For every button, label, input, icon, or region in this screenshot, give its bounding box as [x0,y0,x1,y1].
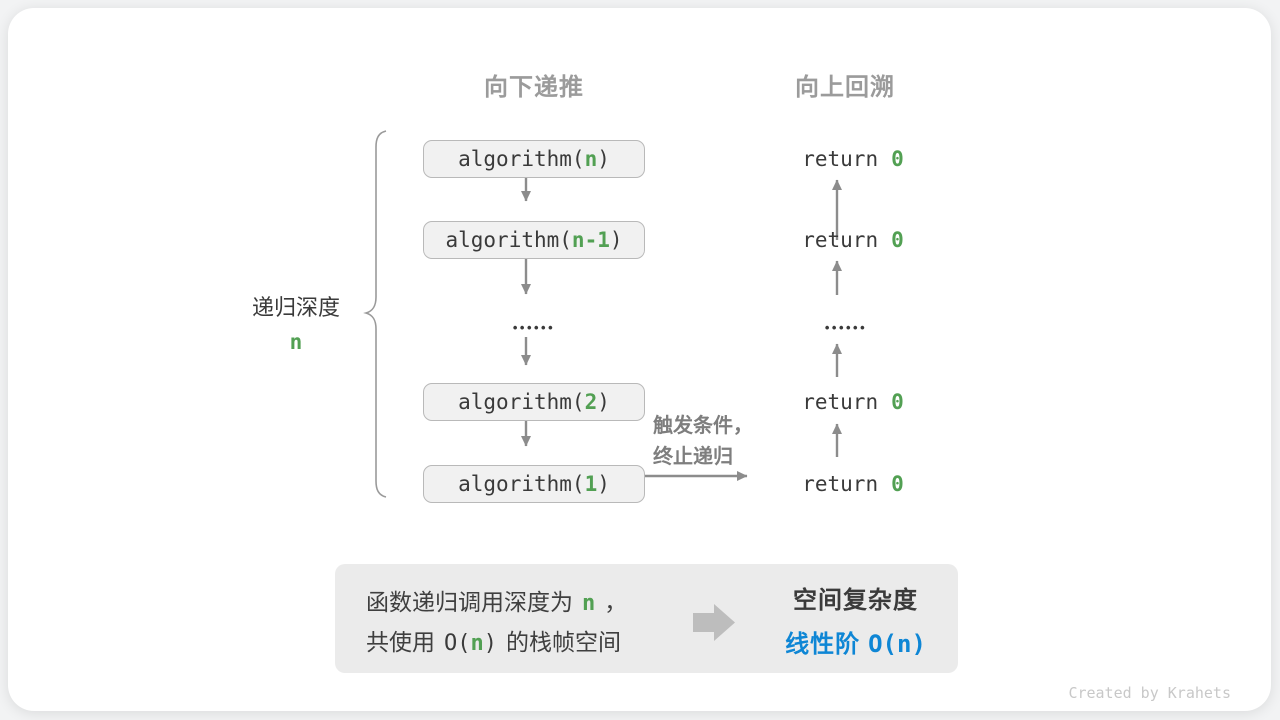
big-o-open: O( [444,631,471,656]
big-o-close: ) [483,631,497,656]
return-line-3: return 0 [743,388,963,416]
return-keyword: return [802,472,879,496]
summary-line1-comma: ， [604,589,628,615]
return-keyword: return [802,147,879,171]
diagram-card: 向下递推 向上回溯 递归深度 n algorithm(n) algorithm(… [8,8,1271,711]
base-case-note-line1: 触发条件， [653,415,753,437]
depth-brace [363,130,387,498]
depth-label-text: 递归深度 [251,295,340,320]
header-upward-label: 向上回溯 [795,74,895,101]
summary-line2-highlight: n [470,631,484,656]
call-text-close: ) [609,228,623,252]
return-line-1: return 0 [743,145,963,173]
summary-line1-text: 函数递归调用深度为 [366,589,573,615]
call-box-n-1: algorithm(n-1) [423,221,645,259]
return-value: 0 [891,147,904,171]
return-keyword: return [802,228,879,252]
depth-label-value: n [289,330,303,354]
call-box-n: algorithm(n) [423,140,645,178]
call-arg: 2 [584,390,598,414]
call-text: algorithm( [458,390,585,414]
call-text-close: ) [597,472,610,496]
summary-line1: 函数递归调用深度为 n ， [366,583,627,623]
call-text-close: ) [597,390,610,414]
result-title: 空间复杂度 [793,587,918,614]
call-box-2: algorithm(2) [423,383,645,421]
base-case-note-line2: 终止递归 [653,446,733,468]
ellipsis-right: •••••• [824,320,868,335]
call-text: algorithm( [445,228,572,252]
result-value-big-o: O(n) [868,630,926,658]
call-text-close: ) [597,147,610,171]
call-text: algorithm( [458,472,585,496]
header-downward-label: 向下递推 [484,74,584,101]
return-line-2: return 0 [743,226,963,254]
summary-line1-highlight: n [582,591,596,616]
base-case-note: 触发条件， 终止递归 [653,411,783,473]
ellipsis-left: •••••• [512,320,556,335]
return-value: 0 [891,228,904,252]
call-arg: n-1 [571,228,610,252]
result-value: 线性阶 O(n) [753,624,958,659]
call-arg: n [584,147,598,171]
return-line-4: return 0 [743,470,963,498]
summary-line2-text-after: 的栈帧空间 [506,629,621,655]
watermark: Created by Krahets [1068,684,1231,702]
return-value: 0 [891,390,904,414]
call-text: algorithm( [458,147,585,171]
header-upward: 向上回溯 [725,67,965,102]
return-keyword: return [802,390,879,414]
depth-label: 递归深度 n [236,290,356,354]
summary-line2-text: 共使用 [366,629,435,655]
summary-result: 空间复杂度 线性阶 O(n) [753,580,958,659]
implies-arrow [693,604,735,641]
return-value: 0 [891,472,904,496]
header-downward: 向下递推 [414,67,654,102]
call-box-1: algorithm(1) [423,465,645,503]
summary-line2: 共使用 O(n) 的栈帧空间 [366,623,627,663]
call-arg: 1 [584,472,598,496]
result-value-label: 线性阶 [785,631,861,658]
